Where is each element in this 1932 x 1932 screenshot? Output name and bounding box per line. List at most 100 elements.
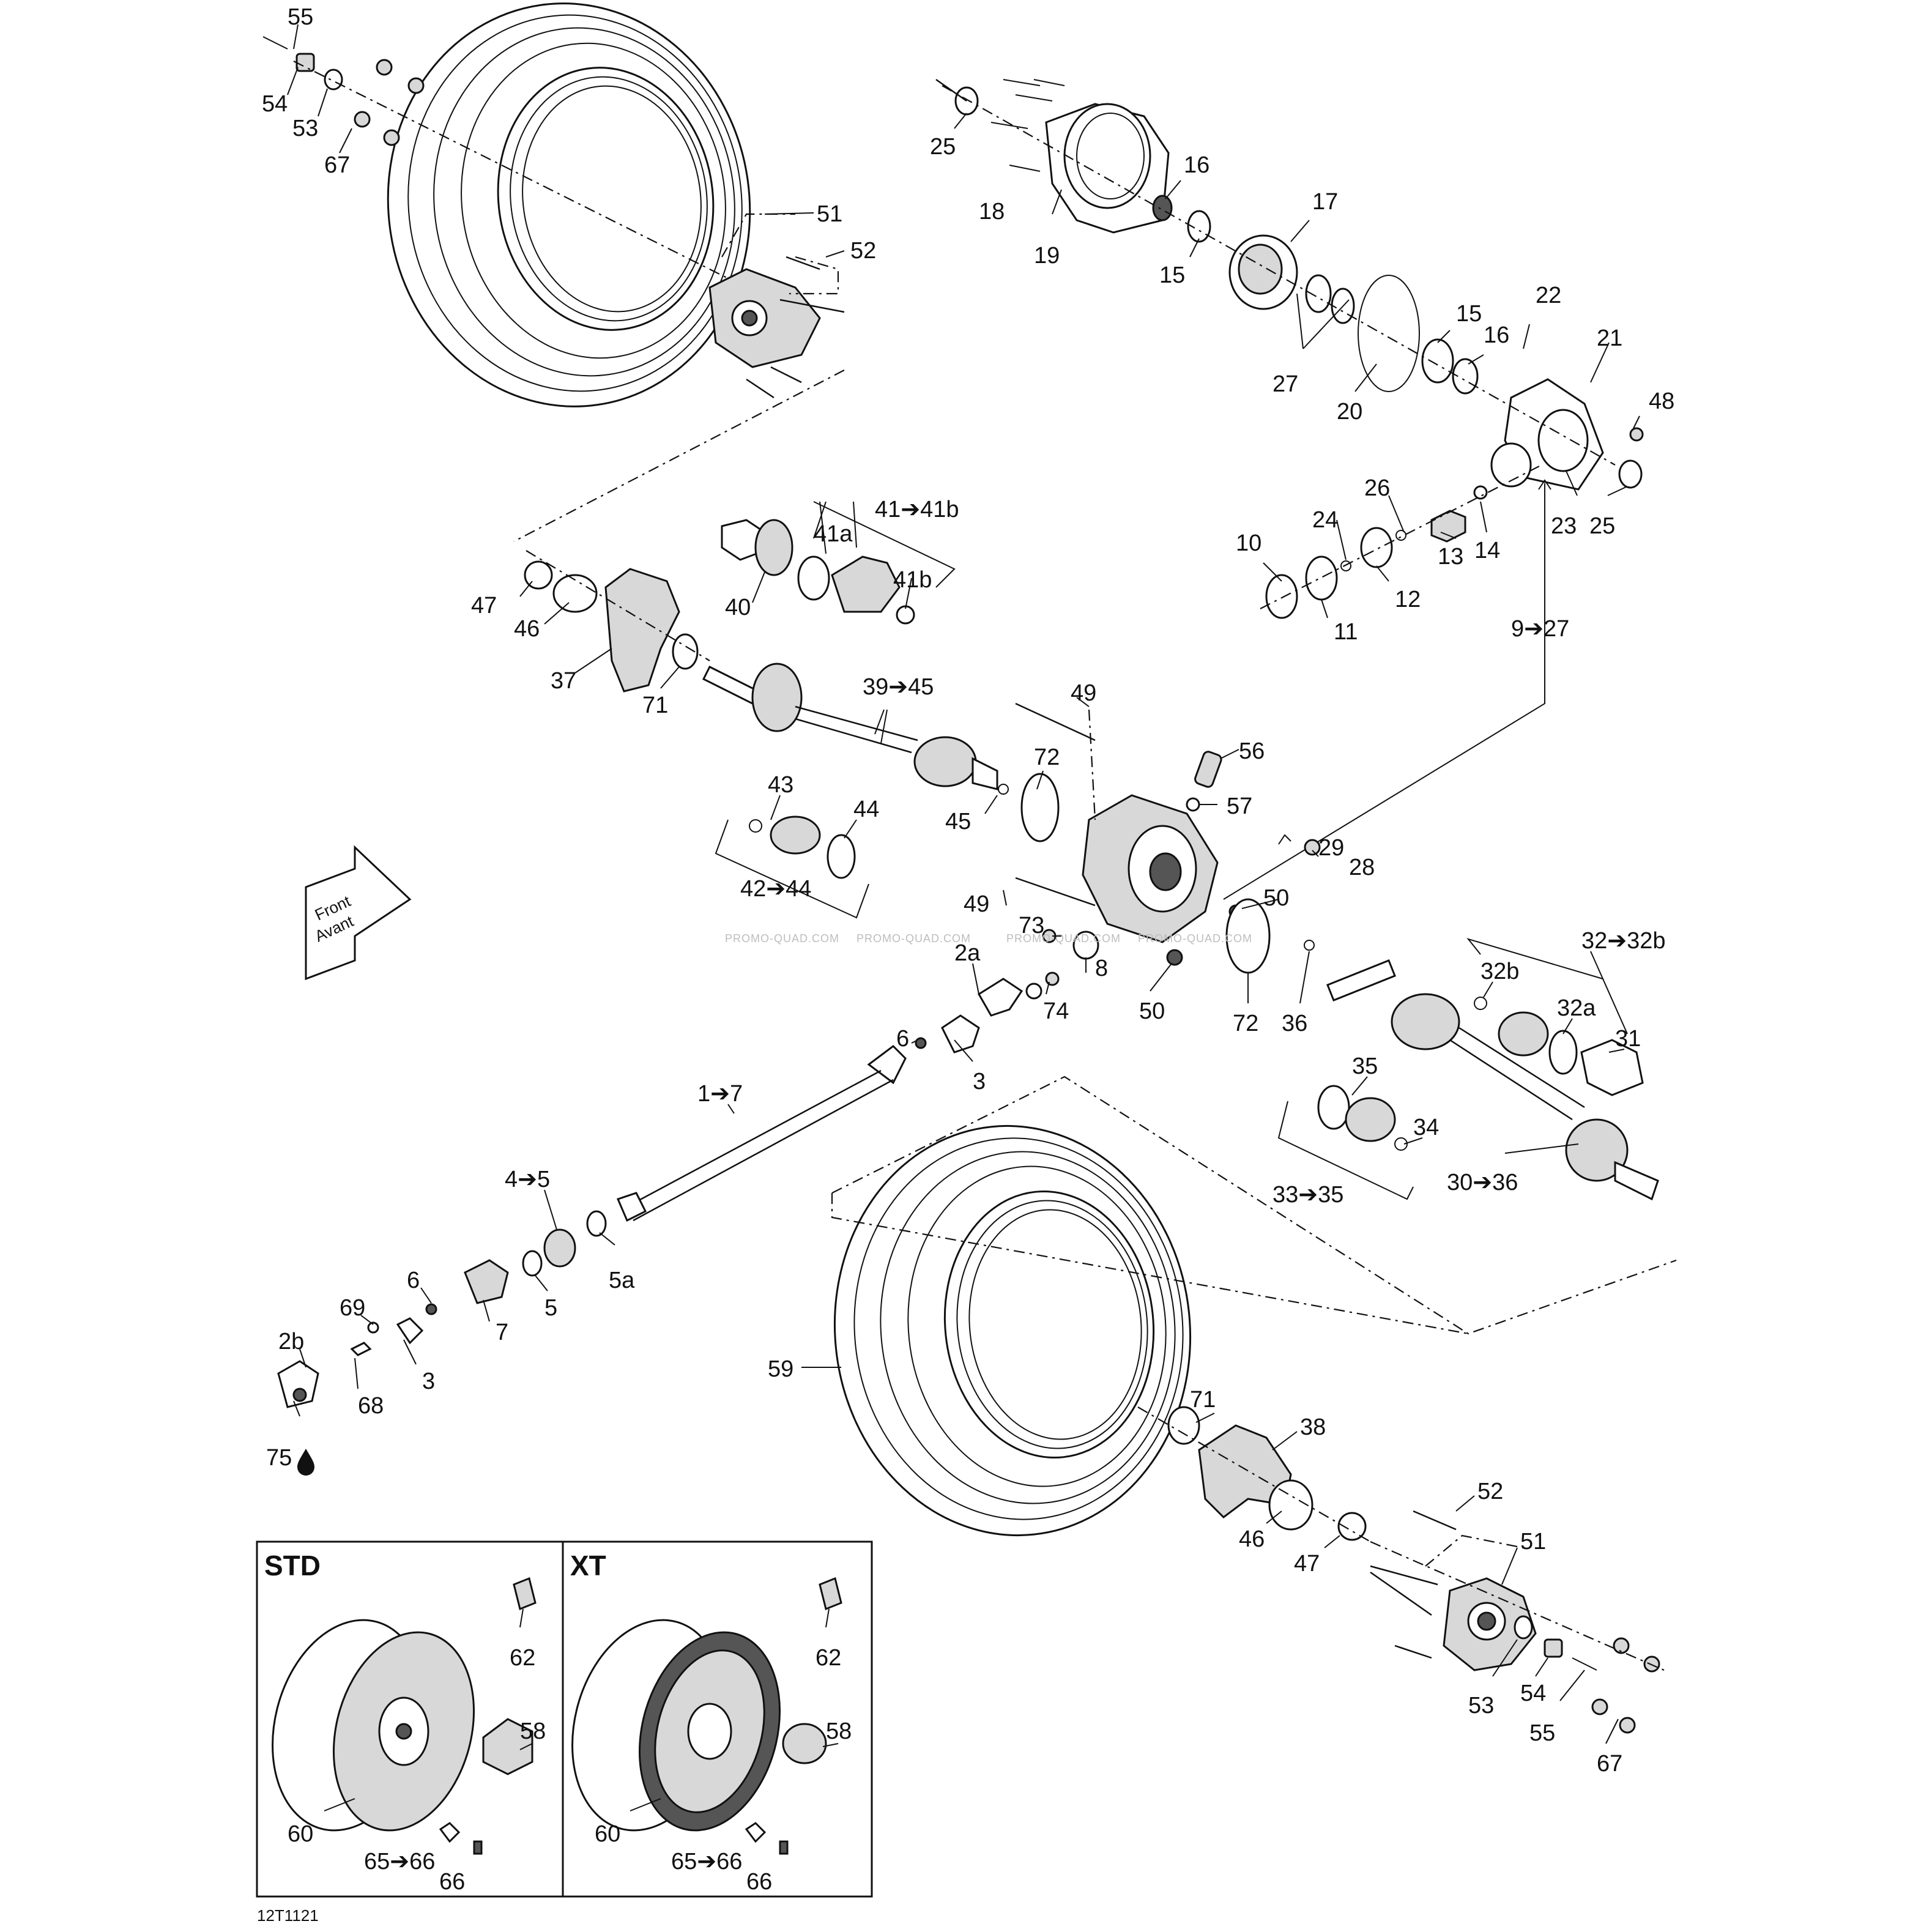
label: 22 [1536,283,1561,308]
label: 3 [973,1069,986,1094]
label: 34 [1413,1115,1439,1140]
label: 45 [945,809,971,834]
label: 4➔5 [505,1167,550,1192]
knuckle-bottom [1137,1406,1371,1542]
svg-text:58: 58 [826,1718,852,1744]
label: 67 [1597,1751,1622,1777]
boot-kit-right-upper [1466,938,1644,1096]
label: 71 [1190,1387,1216,1413]
boot-kit-right-lower [1277,1085,1414,1200]
label: 6 [896,1026,909,1052]
label: 41a [814,521,853,547]
part-number-labels: 55 54 53 67 51 52 25 18 19 16 15 17 27 2… [262,4,1674,1777]
svg-text:PROMO-QUAD.COM: PROMO-QUAD.COM [1138,932,1252,945]
label: 52 [850,238,876,264]
label: 51 [817,201,842,227]
svg-text:62: 62 [816,1645,841,1671]
label: 9➔27 [1511,616,1569,642]
svg-text:60: 60 [288,1821,313,1847]
tire-top-left [387,2,751,407]
svg-text:62: 62 [510,1645,535,1671]
label: 20 [1337,399,1362,425]
label: 41b [893,567,932,593]
svg-text:58: 58 [520,1718,546,1744]
label: 54 [262,91,288,117]
diagram-code: 12T1121 [257,1906,319,1925]
label: 51 [1520,1529,1546,1555]
label: 59 [768,1356,793,1382]
label: 37 [551,668,576,694]
label: 26 [1364,475,1390,501]
label: 47 [471,593,497,619]
propeller-shaft [277,972,1060,1408]
label: 52 [1477,1479,1503,1504]
label: 49 [1071,680,1096,706]
label: 12 [1395,587,1421,612]
svg-text:60: 60 [595,1821,620,1847]
svg-text:STD: STD [264,1550,321,1581]
label: 3 [422,1369,435,1394]
svg-text:66: 66 [746,1869,772,1895]
oil-drop-icon [297,1449,314,1476]
svg-text:PROMO-QUAD.COM: PROMO-QUAD.COM [725,932,839,945]
label: 50 [1139,998,1165,1024]
label: 39➔45 [863,674,934,700]
hub-top-left [513,213,845,542]
label: 11 [1334,619,1358,645]
label: 38 [1300,1414,1326,1440]
label: 72 [1034,745,1060,770]
label: 50 [1263,885,1289,911]
label: 5a [609,1268,635,1293]
label: 15 [1159,262,1185,288]
boot-kit-left [715,816,869,919]
label: 5 [544,1295,557,1321]
label: 35 [1352,1053,1378,1079]
label: 74 [1043,998,1069,1024]
label: 27 [1273,371,1298,397]
label: 16 [1184,152,1209,178]
label: 57 [1227,793,1252,819]
label: 71 [642,693,668,718]
cv-joint-front-upper [721,501,956,625]
label: 48 [1649,388,1674,414]
label: 75 [266,1445,292,1471]
label: 10 [1236,530,1261,556]
svg-text:65➔66: 65➔66 [671,1849,742,1874]
label: 13 [1438,544,1463,570]
label: 32➔32b [1581,928,1666,954]
svg-text:66: 66 [439,1869,465,1895]
drive-shaft-front-left [702,663,1060,842]
label: 46 [1239,1526,1265,1552]
svg-text:65➔66: 65➔66 [364,1849,435,1874]
label: 33➔35 [1273,1182,1343,1208]
label: 67 [324,152,350,178]
svg-text:PROMO-QUAD.COM: PROMO-QUAD.COM [1006,932,1121,945]
label: 55 [1529,1720,1555,1746]
label: 30➔36 [1447,1170,1518,1195]
label: 8 [1095,956,1108,981]
label: 24 [1312,507,1338,533]
differential-housing-cover [935,78,1644,491]
label: 44 [853,797,879,822]
tire-bottom-right [831,1076,1677,1537]
label: 68 [358,1393,384,1419]
label: 16 [1484,322,1509,348]
label: 6 [407,1268,420,1293]
label: 73 [1019,913,1044,938]
inset-xt: XT 62 58 60 65➔66 66 [562,1540,873,1898]
label: 31 [1615,1026,1641,1052]
label: 43 [768,772,793,798]
label: 72 [1233,1011,1258,1036]
center-differential [1015,702,1321,974]
label: 32b [1481,959,1519,984]
watermark: PROMO-QUAD.COM PROMO-QUAD.COM PROMO-QUAD… [725,932,1252,945]
inset-std: STD 62 58 60 65➔66 66 [256,1540,564,1898]
leader-lines [287,24,1640,1811]
svg-text:XT: XT [570,1550,606,1581]
label: 42➔44 [740,876,811,902]
label: 41➔41b [875,497,959,522]
front-direction-arrow: Front Avant [305,845,412,981]
label: 55 [288,4,313,30]
label: 25 [1589,513,1615,539]
label: 2b [278,1329,304,1354]
